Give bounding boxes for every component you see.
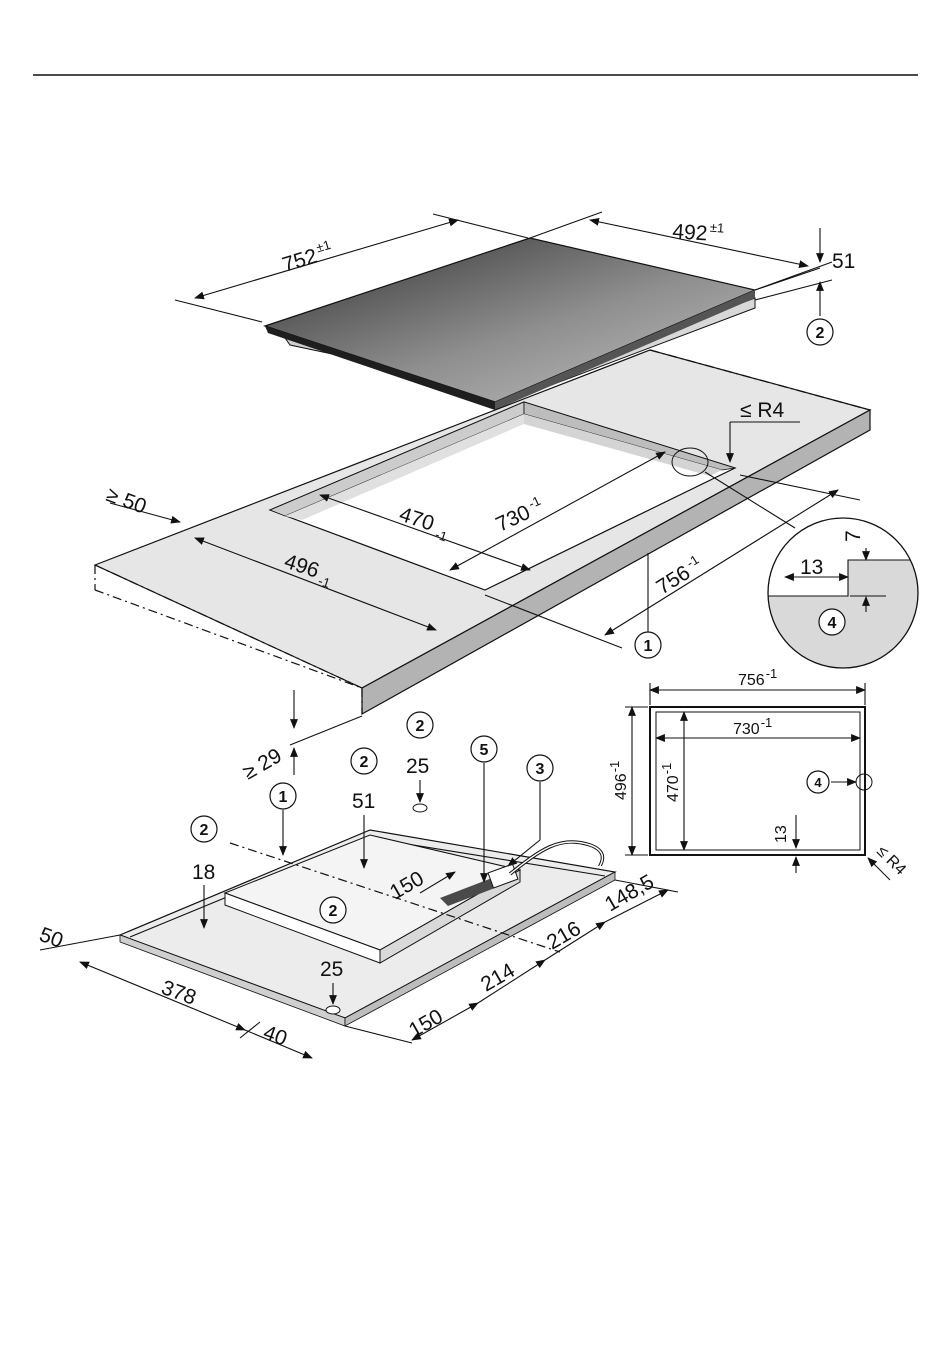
plan-gap-value: 13 — [773, 825, 790, 843]
callout-4-plan: 4 — [814, 775, 822, 790]
underside-dim-214-value: 214 — [477, 959, 519, 997]
svg-text:752±1: 752±1 — [279, 237, 336, 277]
seal-foot-top — [413, 804, 427, 812]
edge-detail-circle: 13 7 4 — [760, 518, 930, 680]
underside-dim-50-value: 50 — [36, 923, 66, 953]
callout-4-detail: 4 — [828, 615, 837, 632]
underside-depth-51: 51 — [352, 790, 375, 813]
plan-outer-depth-value: 496-1 — [607, 761, 630, 800]
svg-text:3: 3 — [536, 761, 545, 778]
callout-2-hob-seal: 2 — [807, 319, 833, 345]
hob-depth-value: 492 — [672, 220, 709, 245]
plan-inner-depth-value: 470-1 — [659, 763, 682, 802]
svg-text:756-1: 756-1 — [651, 552, 706, 599]
step-width-value: 13 — [800, 556, 823, 579]
underside-depth-25-bottom: 25 — [320, 958, 343, 981]
below-min-dimension: ≥ 29 — [239, 690, 362, 784]
svg-text:492±1: 492±1 — [672, 217, 725, 247]
underside-dim-40-value: 40 — [260, 1021, 290, 1051]
edge-min-value: ≥ 50 — [103, 483, 149, 519]
edge-min-dimension: ≥ 50 — [103, 483, 180, 522]
hob-height-dimension: 51 — [755, 228, 855, 316]
svg-text:5: 5 — [480, 742, 489, 759]
svg-text:2: 2 — [329, 903, 338, 920]
cutout-outer-width-value: 756 — [652, 561, 694, 599]
underside-depth-25-top: 25 — [406, 755, 429, 778]
svg-text:2: 2 — [416, 718, 425, 735]
svg-text:2: 2 — [360, 754, 369, 771]
underside-dim-150-value: 150 — [405, 1005, 447, 1042]
svg-text:1: 1 — [644, 638, 653, 655]
step-height-value: 7 — [842, 530, 865, 542]
underside-callout-2-top: 2 25 — [406, 712, 433, 802]
cutout-plan-view: 756-1 730-1 496-1 470-1 13 4 ≤ R4 — [607, 666, 909, 880]
callout-1-worktop: 1 — [635, 553, 661, 658]
svg-text:2: 2 — [200, 822, 209, 839]
hob-width-value: 752 — [280, 245, 320, 277]
underside-callout-1: 1 — [270, 783, 296, 855]
svg-text:1: 1 — [279, 789, 288, 806]
seal-foot-bottom — [326, 1006, 340, 1014]
plan-outer-width-value: 756-1 — [738, 666, 777, 689]
plan-inner-width-value: 730-1 — [733, 715, 772, 738]
hob-width-tolerance: ±1 — [314, 237, 332, 256]
svg-text:2: 2 — [816, 325, 825, 342]
underside-dim-378-value: 378 — [158, 976, 199, 1010]
hob-depth-tolerance: ±1 — [709, 220, 724, 236]
below-min-value: ≥ 29 — [239, 744, 286, 784]
hob-height-value: 51 — [832, 250, 855, 273]
plan-radius-value: ≤ R4 — [873, 843, 909, 879]
underside-depth-18: 18 — [192, 861, 215, 884]
radius-value: ≤ R4 — [740, 399, 785, 422]
